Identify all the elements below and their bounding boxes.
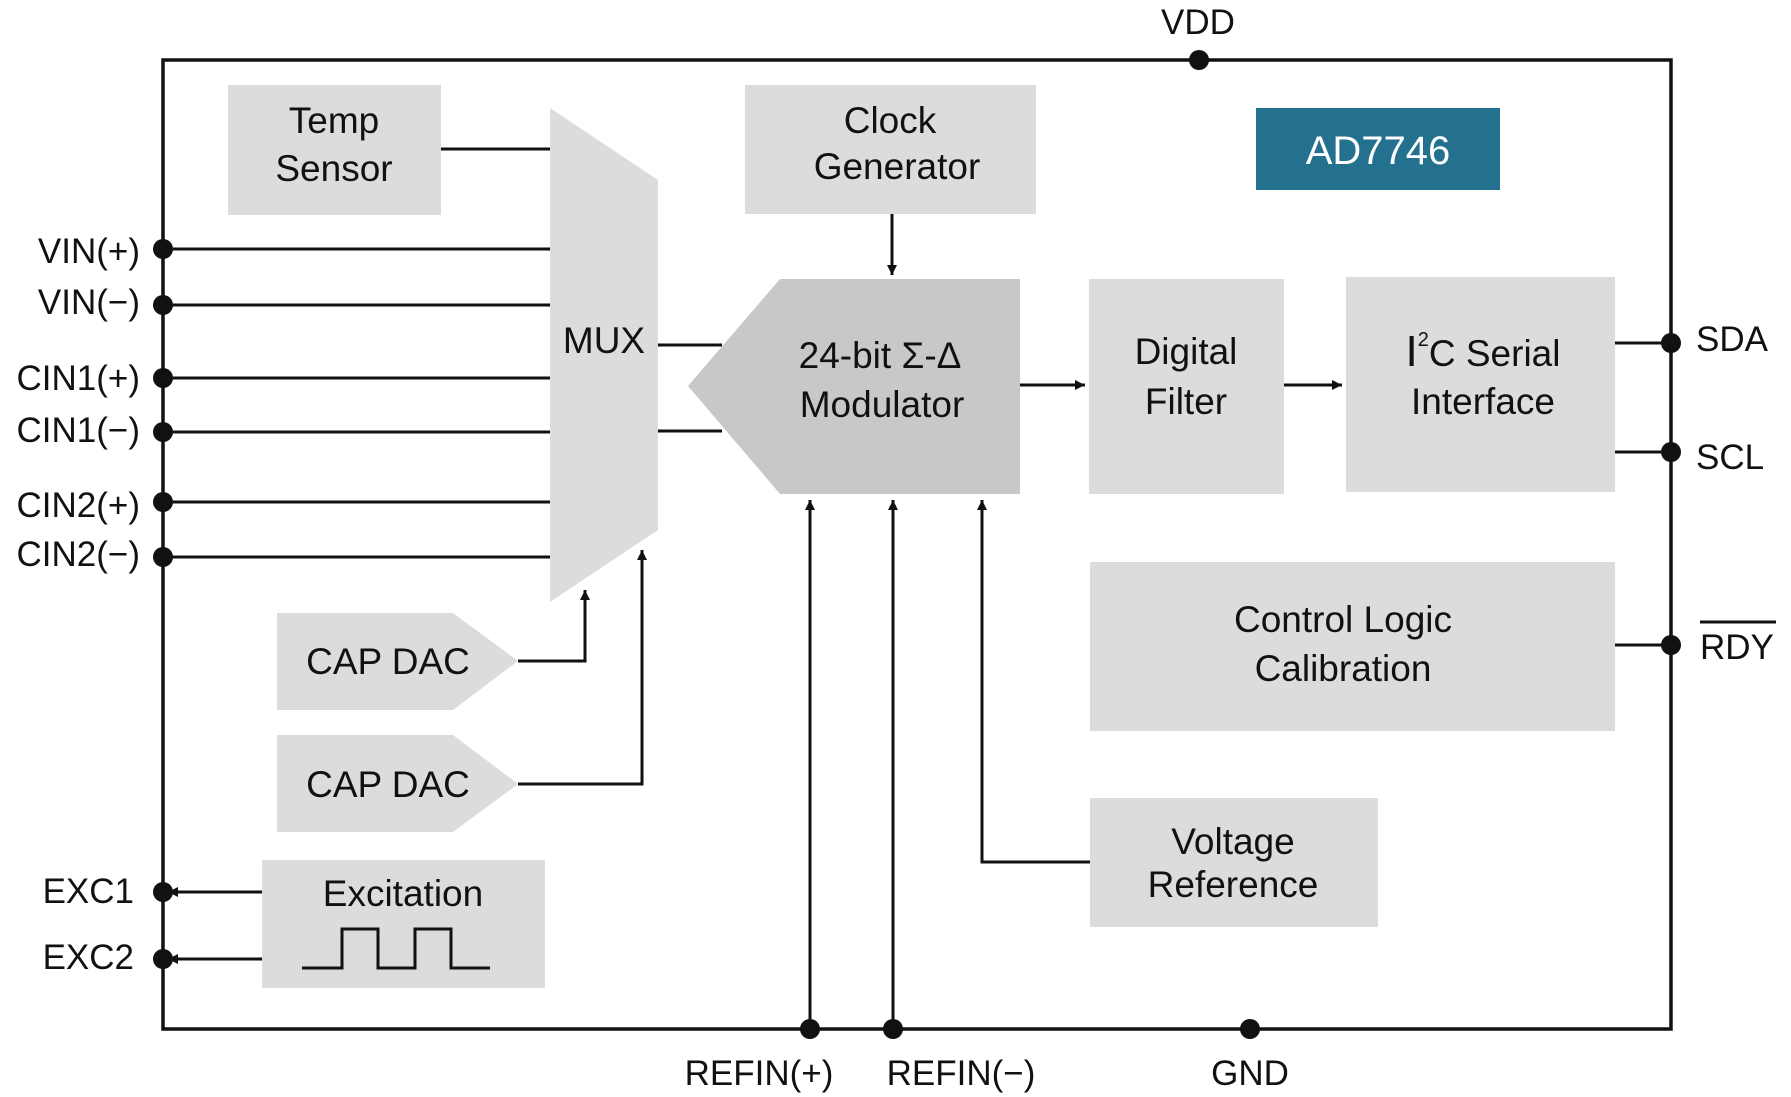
cap-dac-2-block	[277, 735, 518, 832]
voltage-reference-label-line2: Reference	[1148, 864, 1319, 905]
i2c-serial-interface-label-line1: I2C Serial	[1406, 327, 1561, 376]
pin-dots	[153, 50, 1681, 1039]
i2c-serial-interface-block	[1346, 277, 1615, 492]
cap-dac-1-block	[277, 613, 518, 710]
pin-sda-label: SDA	[1696, 320, 1769, 359]
pin-cin2-pos-label: CIN2(+)	[17, 486, 141, 525]
temp-sensor-label-line2: Sensor	[275, 148, 392, 189]
pin-vdd-label: VDD	[1161, 3, 1235, 42]
clock-generator-label-line2: Generator	[814, 146, 981, 187]
digital-filter-label-line2: Filter	[1145, 381, 1227, 422]
chip-name-badge	[1256, 108, 1500, 190]
digital-filter-block	[1089, 279, 1284, 494]
temp-sensor-block	[228, 85, 441, 215]
mux-block	[550, 108, 658, 602]
modulator-label-line2: Modulator	[800, 384, 965, 425]
clock-generator-block	[745, 85, 1036, 214]
i2c-serial-interface-label-line2: Interface	[1411, 381, 1555, 422]
pin-scl-label: SCL	[1696, 438, 1764, 477]
voltage-reference-block	[1090, 798, 1378, 927]
pin-gnd-label: GND	[1211, 1054, 1289, 1093]
control-logic-block	[1090, 562, 1615, 731]
pin-cin1-pos-label: CIN1(+)	[17, 359, 141, 398]
chip-name: AD7746	[1306, 129, 1451, 173]
clock-generator-label-line1: Clock	[844, 100, 937, 141]
pin-vin-pos-label: VIN(+)	[38, 232, 140, 271]
pin-rdy-label: RDY	[1700, 628, 1774, 667]
wiring	[163, 147, 1671, 1029]
control-logic-label-line1: Control Logic	[1234, 599, 1452, 640]
pin-exc2-label: EXC2	[43, 938, 134, 977]
chip-boundary	[161, 58, 1673, 1031]
cap-dac-2-label: CAP DAC	[306, 764, 470, 805]
pin-cin1-neg-label: CIN1(−)	[17, 411, 141, 450]
sigma-delta-modulator-block	[688, 279, 1020, 494]
voltage-reference-label-line1: Voltage	[1171, 821, 1294, 862]
pin-cin2-neg-label: CIN2(−)	[17, 535, 141, 574]
excitation-label: Excitation	[323, 873, 483, 914]
pin-vin-neg-label: VIN(−)	[38, 283, 140, 322]
temp-sensor-label-line1: Temp	[289, 100, 379, 141]
control-logic-label-line2: Calibration	[1255, 648, 1432, 689]
modulator-label-line1: 24-bit Σ-Δ	[799, 335, 962, 376]
mux-label: MUX	[563, 320, 645, 361]
pin-exc1-label: EXC1	[43, 872, 134, 911]
digital-filter-label-line1: Digital	[1135, 331, 1238, 372]
square-wave-icon	[302, 927, 490, 970]
pin-refin-pos-label: REFIN(+)	[685, 1054, 834, 1093]
cap-dac-1-label: CAP DAC	[306, 641, 470, 682]
pin-refin-neg-label: REFIN(−)	[887, 1054, 1036, 1093]
